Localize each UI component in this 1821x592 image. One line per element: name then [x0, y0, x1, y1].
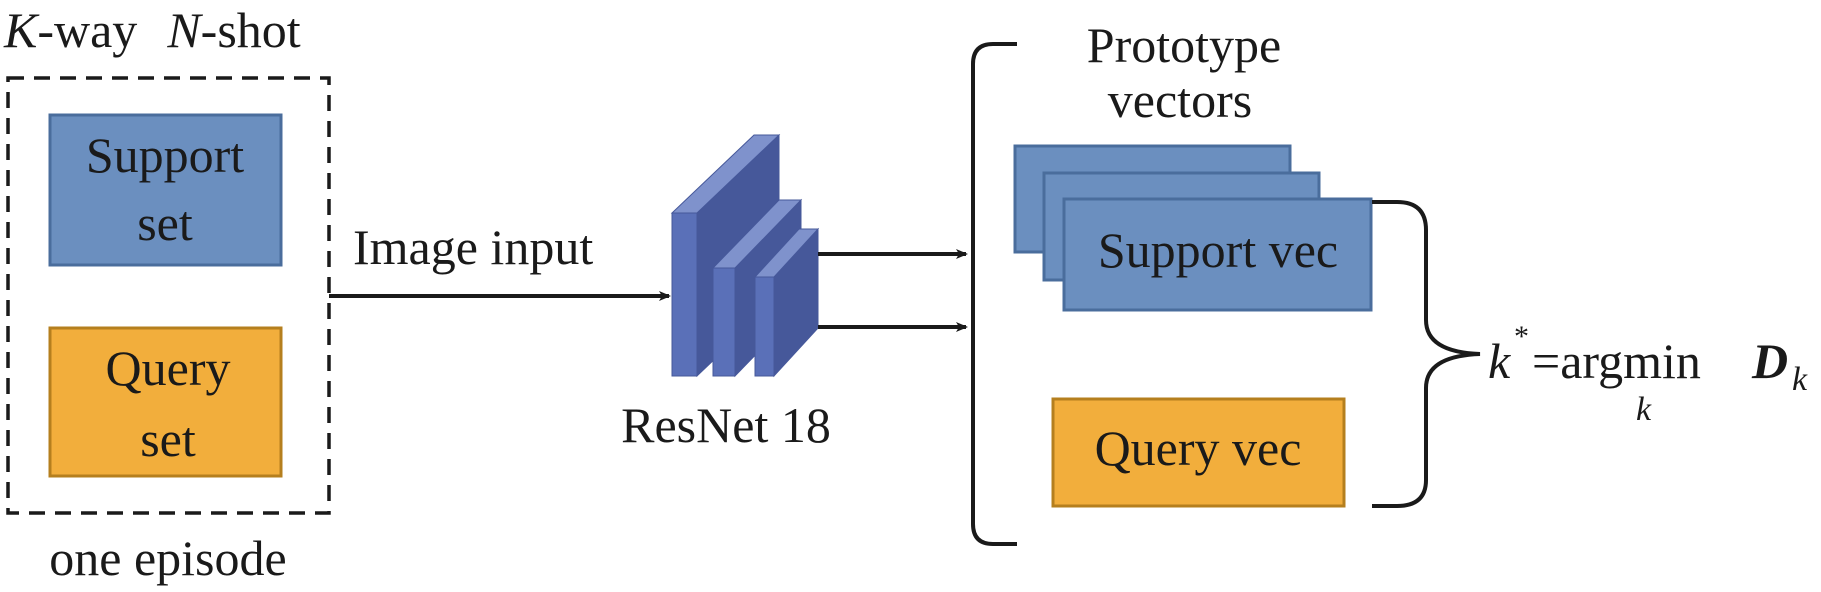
query-set-label-line2: set	[140, 411, 196, 467]
formula-D-sub: k	[1792, 361, 1808, 398]
episode-caption: one episode	[49, 530, 286, 586]
query-vec-label: Query vec	[1095, 420, 1302, 476]
support-set-label-line1: Support	[86, 127, 244, 183]
formula-star: *	[1514, 320, 1529, 353]
prototype-title-line2: vectors	[1108, 72, 1252, 128]
formula-D: D	[1751, 333, 1788, 389]
formula-argmin: =argmin	[1532, 333, 1701, 389]
n-variable: N	[166, 2, 203, 58]
way-text: -way	[37, 2, 137, 58]
episode-box	[6, 76, 331, 515]
formula-argmin-sub: k	[1636, 391, 1652, 428]
prototype-left-bracket	[971, 42, 1017, 546]
formula-k: k	[1488, 333, 1511, 389]
decision-formula: k * =argmin k D k	[1488, 320, 1808, 428]
shot-text: -shot	[201, 2, 301, 58]
query-set-label-line1: Query	[106, 340, 231, 396]
k-variable: K	[3, 2, 40, 58]
query-vec-box	[1051, 397, 1346, 508]
image-input-label: Image input	[353, 219, 593, 275]
resnet-blocks	[670, 133, 820, 378]
support-set-box	[48, 113, 283, 267]
resnet-block-3-front	[754, 276, 775, 377]
resnet-block-2-front	[712, 267, 736, 377]
support-vec-label: Support vec	[1098, 222, 1338, 278]
support-set-label-line2: set	[137, 195, 193, 251]
resnet-label: ResNet 18	[621, 397, 831, 453]
right-curly-brace	[1372, 200, 1481, 508]
query-set-box	[48, 326, 283, 478]
episode-title: K-way N-shot	[3, 2, 301, 58]
prototype-title-line1: Prototype	[1087, 17, 1281, 73]
support-vec-box	[1062, 197, 1373, 312]
resnet-block-1-front	[671, 212, 698, 377]
